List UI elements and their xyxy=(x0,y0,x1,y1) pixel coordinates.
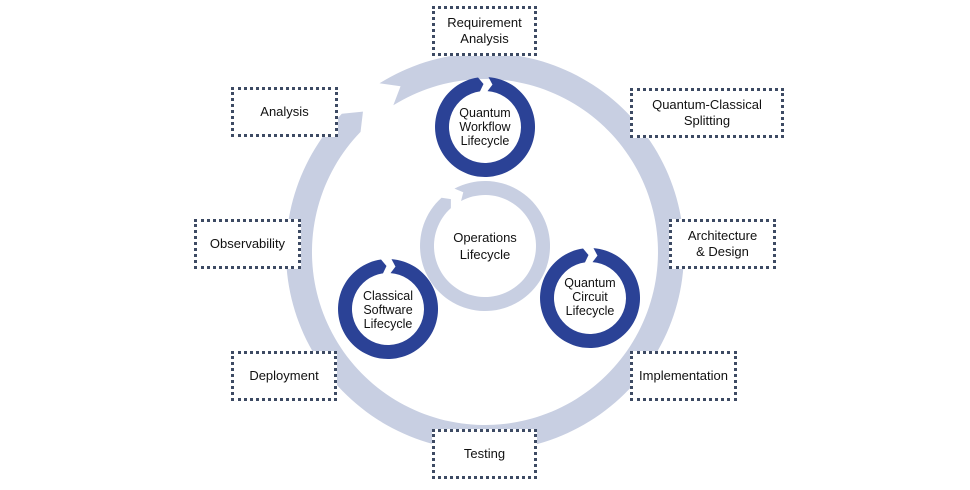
phase-requirement-analysis: Requirement Analysis xyxy=(432,6,537,56)
cycle-label-text: Quantum Workflow Lifecycle xyxy=(459,106,511,148)
phase-label: Quantum-Classical Splitting xyxy=(652,97,762,128)
phase-label: Testing xyxy=(463,446,506,461)
phase-implementation: Implementation xyxy=(630,351,737,401)
phase-testing: Testing xyxy=(432,429,537,479)
cycle-label-text: Classical Software Lifecycle xyxy=(362,289,413,331)
phase-quantum-classical-splitting: Quantum-Classical Splitting xyxy=(630,88,784,138)
operations-lifecycle-label: Operations Lifecycle xyxy=(440,218,530,274)
phase-label: Analysis xyxy=(260,104,309,119)
phase-deployment: Deployment xyxy=(231,351,337,401)
phase-label: Requirement Analysis xyxy=(447,15,522,46)
phase-analysis: Analysis xyxy=(231,87,338,137)
phase-label: Deployment xyxy=(249,368,319,383)
cycle-label-text: Quantum Circuit Lifecycle xyxy=(564,276,616,318)
classical-software-lifecycle-label: Classical Software Lifecycle xyxy=(347,279,429,341)
cycle-label-text: Operations Lifecycle xyxy=(453,230,517,262)
phase-label: Implementation xyxy=(639,368,728,383)
quantum-workflow-lifecycle-label: Quantum Workflow Lifecycle xyxy=(444,96,526,158)
phase-label: Architecture & Design xyxy=(687,228,758,259)
phase-architecture-design: Architecture & Design xyxy=(669,219,776,269)
phase-observability: Observability xyxy=(194,219,301,269)
quantum-circuit-lifecycle-label: Quantum Circuit Lifecycle xyxy=(549,266,631,328)
phase-label: Observability xyxy=(209,236,286,251)
